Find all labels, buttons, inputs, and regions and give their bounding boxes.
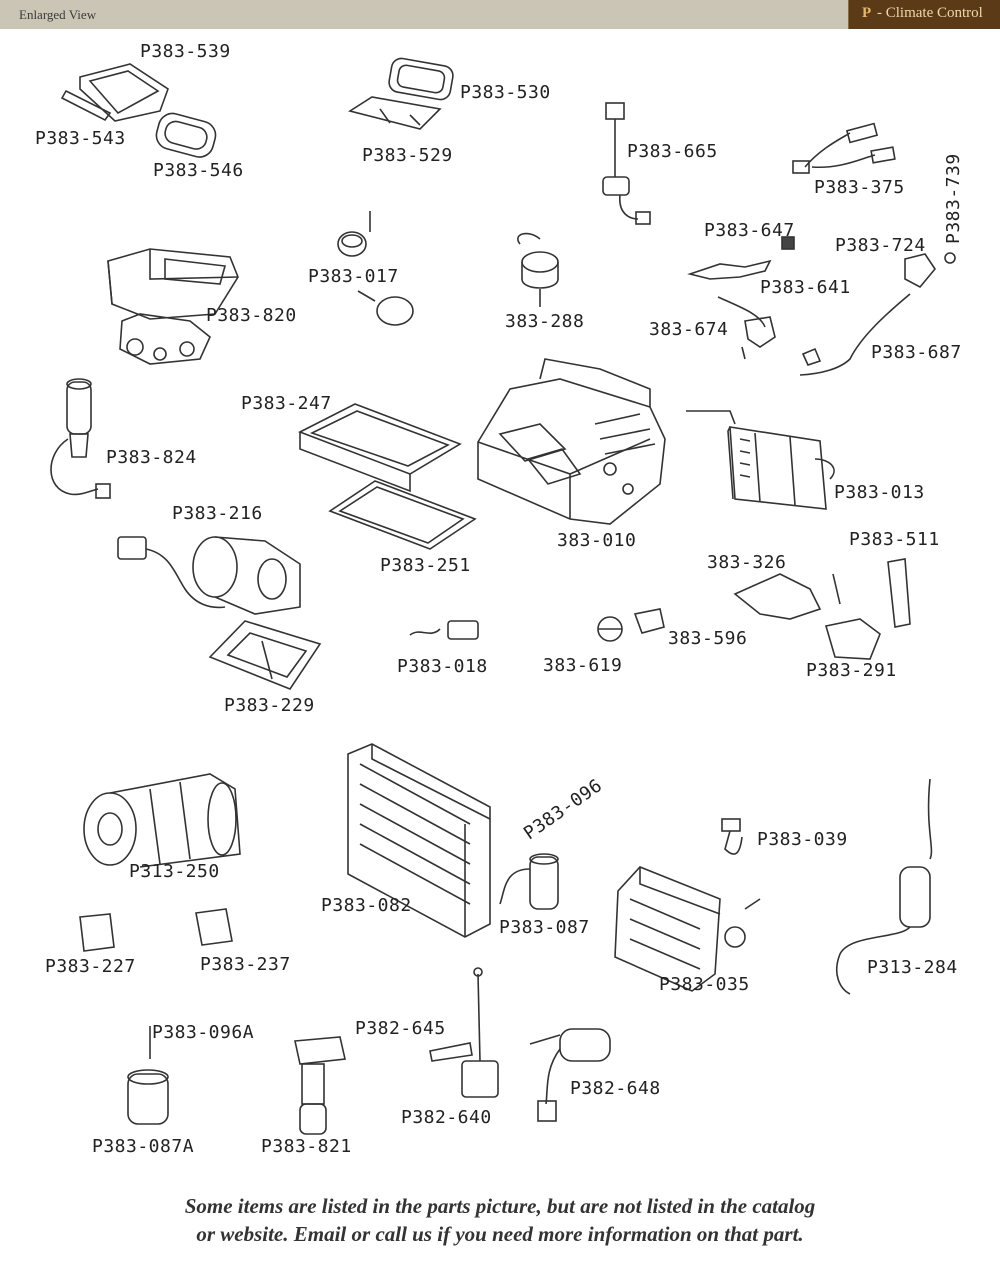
disclaimer-line-1: Some items are listed in the parts pictu…: [184, 1194, 816, 1218]
part-label[interactable]: P383-824: [106, 447, 197, 468]
receiver-drier-illustration: [499, 853, 559, 910]
diagram-labels: P383-539 P383-530 P383-543 P383-546 P383…: [0, 29, 1000, 1199]
part-label[interactable]: P383-821: [261, 1136, 352, 1157]
pressure-switch-illustration: [721, 818, 743, 855]
part-label[interactable]: P383-291: [806, 660, 897, 681]
part-label[interactable]: P313-250: [129, 861, 220, 882]
part-label[interactable]: P382-648: [570, 1078, 661, 1099]
evaporator-illustration: [614, 866, 761, 992]
part-label[interactable]: P383-375: [814, 177, 905, 198]
part-label[interactable]: P383-724: [835, 235, 926, 256]
section-title: - Climate Control: [877, 5, 983, 21]
part-label[interactable]: P383-247: [241, 393, 332, 414]
part-label[interactable]: 383-619: [543, 655, 623, 676]
part-label[interactable]: P383-665: [627, 141, 718, 162]
disclaimer: Some items are listed in the parts pictu…: [0, 1192, 1000, 1248]
motor-valve-illustration: [517, 232, 559, 307]
part-label[interactable]: P383-539: [140, 41, 231, 62]
part-label[interactable]: 383-010: [557, 530, 637, 551]
part-label[interactable]: P383-687: [871, 342, 962, 363]
part-label[interactable]: P382-645: [355, 1018, 446, 1039]
heater-core-illustration: [686, 410, 835, 510]
heater-box-illustration: [477, 358, 666, 525]
relay-illustration: [79, 908, 233, 952]
blower-motor-illustration: [117, 536, 301, 615]
part-label[interactable]: P383-227: [45, 956, 136, 977]
part-label[interactable]: 383-288: [505, 311, 585, 332]
vent-panel-illustration: [60, 63, 217, 158]
part-label[interactable]: P383-018: [397, 656, 488, 677]
part-label[interactable]: P383-511: [849, 529, 940, 550]
part-label[interactable]: 383-596: [668, 628, 748, 649]
part-label[interactable]: P383-096: [520, 774, 607, 845]
gasket-illustration: [328, 480, 477, 550]
drier-sensor-illustration: [127, 1026, 169, 1125]
part-label[interactable]: P383-035: [659, 974, 750, 995]
compressor-illustration: [83, 773, 241, 868]
part-label[interactable]: P383-546: [153, 160, 244, 181]
part-label[interactable]: P383-082: [321, 895, 412, 916]
part-label[interactable]: P383-096A: [152, 1022, 255, 1043]
top-bar: Enlarged View P - Climate Control: [0, 0, 1000, 29]
actuator-motor-illustration: [50, 378, 111, 499]
part-label[interactable]: P383-641: [760, 277, 851, 298]
part-label[interactable]: P382-640: [401, 1107, 492, 1128]
thermostat-illustration: [409, 608, 665, 642]
condenser-illustration: [347, 743, 491, 938]
section-letter: P: [862, 5, 872, 21]
small-clip-illustration: [781, 236, 956, 264]
part-label[interactable]: P383-013: [834, 482, 925, 503]
valve-illustration: [294, 1036, 346, 1135]
part-label[interactable]: P383-087A: [92, 1136, 195, 1157]
blower-housing-illustration: [107, 248, 239, 365]
vacuum-actuator-illustration: [337, 211, 414, 326]
vacuum-servo-illustration: [529, 1028, 611, 1122]
ac-hose-illustration: [835, 778, 933, 995]
switch-cable-illustration: [602, 102, 651, 225]
filter-frame-illustration: [298, 403, 462, 493]
part-label[interactable]: P383-237: [200, 954, 291, 975]
part-label[interactable]: P383-820: [206, 305, 297, 326]
part-label[interactable]: P383-216: [172, 503, 263, 524]
part-label[interactable]: P383-543: [35, 128, 126, 149]
part-label[interactable]: P383-739: [943, 153, 964, 244]
part-label[interactable]: 383-326: [707, 552, 787, 573]
part-label[interactable]: P383-251: [380, 555, 471, 576]
part-label[interactable]: P383-647: [704, 220, 795, 241]
blower-gasket-illustration: [208, 620, 322, 690]
part-label[interactable]: P383-017: [308, 266, 399, 287]
parts-diagram: [50, 57, 956, 1135]
part-label[interactable]: P383-229: [224, 695, 315, 716]
lever-bracket-illustration: [733, 558, 911, 660]
part-label[interactable]: P313-284: [867, 957, 958, 978]
part-label[interactable]: 383-674: [649, 319, 729, 340]
linkage-illustration: [687, 253, 936, 376]
solenoid-illustration: [429, 967, 499, 1098]
disclaimer-line-2: or website. Email or call us if you need…: [196, 1222, 804, 1246]
enlarged-view-label: Enlarged View: [19, 7, 97, 22]
part-label[interactable]: P383-087: [499, 917, 590, 938]
part-label[interactable]: P383-530: [460, 82, 551, 103]
part-label[interactable]: P383-039: [757, 829, 848, 850]
section-tab[interactable]: P - Climate Control: [848, 0, 1000, 29]
wire-harness-illustration: [792, 122, 896, 174]
vent-frame-illustration: [348, 57, 454, 130]
part-label[interactable]: P383-529: [362, 145, 453, 166]
